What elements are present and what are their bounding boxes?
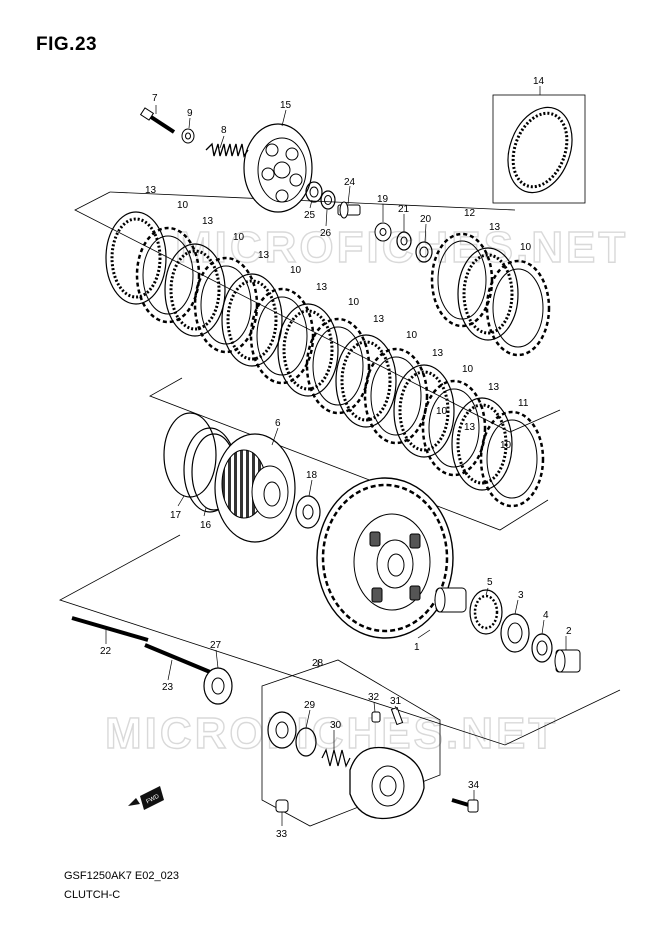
label-13-b: 13 xyxy=(202,216,214,227)
label-10-h: 10 xyxy=(436,406,448,417)
push-rod-22 xyxy=(71,616,149,642)
push-rod-23 xyxy=(144,643,211,674)
label-10-i: 10 xyxy=(500,440,512,451)
label-24: 24 xyxy=(344,177,356,188)
assembly-box-release xyxy=(261,659,441,827)
label-12: 12 xyxy=(464,208,476,219)
watermark-bottom: MICROFICHES.NET xyxy=(105,709,558,758)
label-30: 30 xyxy=(330,720,342,731)
label-21: 21 xyxy=(398,204,410,215)
label-13-h: 13 xyxy=(489,222,501,233)
label-33: 33 xyxy=(276,829,288,840)
label-10-b: 10 xyxy=(233,232,245,243)
label-10-e: 10 xyxy=(406,330,418,341)
label-10-f: 10 xyxy=(462,364,474,375)
washer-20 xyxy=(415,241,433,263)
spacer-3 xyxy=(500,613,530,653)
wire-ring-17 xyxy=(163,412,217,498)
bleeder-31 xyxy=(390,706,404,726)
label-34: 34 xyxy=(468,780,480,791)
label-26: 26 xyxy=(320,228,332,239)
label-3: 3 xyxy=(518,590,524,601)
label-31: 31 xyxy=(390,696,402,707)
bearing-26 xyxy=(320,190,336,210)
seal-29 xyxy=(267,711,297,749)
watermark-top: MICROFICHES.NET xyxy=(175,223,628,272)
washer-4 xyxy=(531,633,553,663)
plate-stack-right xyxy=(430,232,551,357)
label-23: 23 xyxy=(162,682,174,693)
label-16: 16 xyxy=(200,520,212,531)
dowel-33 xyxy=(275,799,289,813)
plate-set-box-upper xyxy=(74,191,561,433)
leader-lines xyxy=(105,86,567,826)
label-10-d: 10 xyxy=(348,297,360,308)
label-19: 19 xyxy=(377,194,389,205)
label-9: 9 xyxy=(187,108,193,119)
needle-bearing-5 xyxy=(469,589,503,635)
push-piece-24 xyxy=(337,201,361,219)
label-25: 25 xyxy=(304,210,316,221)
washer-27 xyxy=(203,667,233,705)
release-cylinder xyxy=(349,746,425,820)
label-14: 14 xyxy=(533,76,545,87)
bolt-7 xyxy=(139,107,176,134)
figure-title: FIG.23 xyxy=(36,34,98,55)
label-5: 5 xyxy=(487,577,493,588)
fwd-badge: FWD xyxy=(128,786,164,810)
washer-18 xyxy=(295,495,321,529)
nut-9 xyxy=(181,128,195,144)
bolt-34 xyxy=(451,798,479,813)
label-2: 2 xyxy=(566,626,572,637)
spring-30 xyxy=(321,748,351,768)
label-10-a: 10 xyxy=(177,200,189,211)
label-17: 17 xyxy=(170,510,182,521)
label-8: 8 xyxy=(221,125,227,136)
label-29: 29 xyxy=(304,700,316,711)
label-11: 11 xyxy=(518,398,529,409)
part-14-box xyxy=(492,94,586,204)
label-1: 1 xyxy=(414,642,420,653)
part-number-labels: 7 9 8 15 14 24 19 21 20 25 26 12 13 10 1… xyxy=(100,76,572,840)
label-20: 20 xyxy=(420,214,432,225)
clutch-hub-6 xyxy=(214,433,296,543)
label-13-d: 13 xyxy=(316,282,328,293)
cap-32 xyxy=(371,711,381,723)
plate-stack-upper xyxy=(105,211,545,508)
label-6: 6 xyxy=(275,418,281,429)
label-27: 27 xyxy=(210,640,222,651)
pressure-plate-15 xyxy=(243,123,313,213)
plate-set-box-lower xyxy=(149,377,549,531)
label-4: 4 xyxy=(543,610,549,621)
assembly-box-shaft xyxy=(58,534,621,746)
nut-2 xyxy=(554,649,581,673)
label-13-e: 13 xyxy=(373,314,385,325)
label-13-i: 13 xyxy=(464,422,476,433)
label-28: 28 xyxy=(312,658,324,669)
label-13-g: 13 xyxy=(488,382,500,393)
label-18: 18 xyxy=(306,470,318,481)
label-13-f: 13 xyxy=(432,348,444,359)
clutch-plate-14 xyxy=(507,106,573,194)
label-13-c: 13 xyxy=(258,250,270,261)
nut-19 xyxy=(374,222,392,242)
section-name: CLUTCH-C xyxy=(64,889,121,901)
label-13-a: 13 xyxy=(145,185,157,196)
spring-8 xyxy=(205,142,249,158)
label-7: 7 xyxy=(152,93,158,104)
label-10-c: 10 xyxy=(290,265,302,276)
label-15: 15 xyxy=(280,100,292,111)
label-32: 32 xyxy=(368,692,380,703)
clutch-housing-1 xyxy=(316,477,454,639)
sleeve xyxy=(434,587,467,613)
label-10-g: 10 xyxy=(520,242,532,253)
label-22: 22 xyxy=(100,646,112,657)
washer-25 xyxy=(305,181,323,203)
model-code: GSF1250AK7 E02_023 xyxy=(64,870,179,882)
